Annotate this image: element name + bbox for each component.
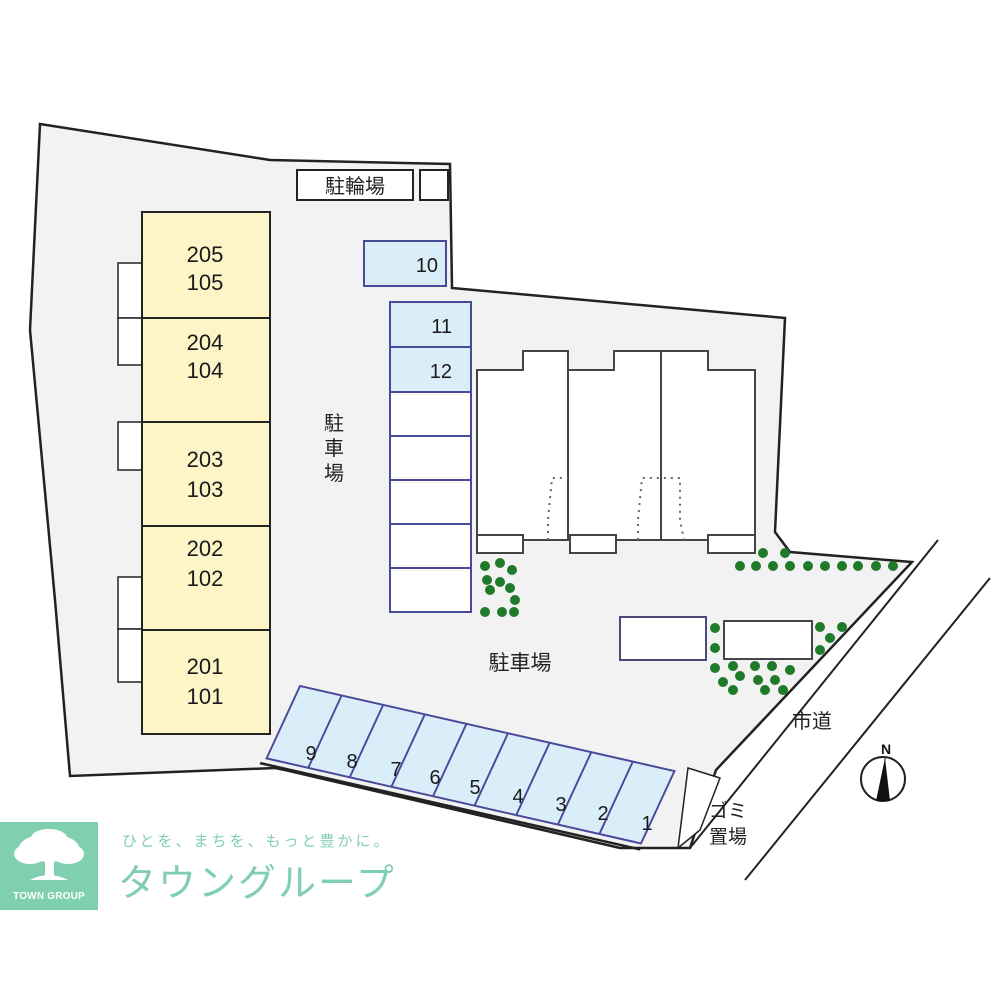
unit-102: 102 xyxy=(187,566,224,591)
unit-203: 203 xyxy=(187,447,224,472)
parking-space-10 xyxy=(363,240,447,287)
parking-number-1: 1 xyxy=(641,813,652,835)
bicycle-parking-label: 駐輪場 xyxy=(325,174,385,198)
town-group-logo: TOWN GROUP xyxy=(0,822,98,910)
parking-number-5: 5 xyxy=(469,777,480,799)
parking-number-6: 6 xyxy=(429,767,440,789)
unit-104: 104 xyxy=(187,358,224,383)
brand-name: タウングループ xyxy=(118,861,396,905)
parking-row-bottom xyxy=(259,684,676,851)
unit-101: 101 xyxy=(187,684,224,709)
parking-number-9: 9 xyxy=(305,743,316,765)
city-road-label: 市道 xyxy=(792,709,832,733)
garbage-label-2: 置場 xyxy=(709,826,747,848)
city-road xyxy=(689,539,991,881)
bicycle-parking-box xyxy=(419,169,449,201)
tree-icon xyxy=(14,829,84,880)
bicycle-parking xyxy=(296,169,414,201)
storage-box-1 xyxy=(619,616,707,661)
logo-caption: TOWN GROUP xyxy=(13,891,85,902)
parking-label-char-2: 車 xyxy=(324,436,344,460)
garbage-area xyxy=(677,767,721,850)
unit-201: 201 xyxy=(187,654,224,679)
garbage-label-1: ゴミ xyxy=(709,800,747,822)
parking-label-char-3: 場 xyxy=(324,461,344,485)
parking-label-char-1: 駐 xyxy=(324,411,344,435)
terraced-houses xyxy=(476,350,756,554)
apartment-building xyxy=(117,211,271,735)
parking-number-4: 4 xyxy=(512,786,523,808)
north-label: N xyxy=(881,741,891,757)
parking-number-8: 8 xyxy=(346,751,357,773)
unit-103: 103 xyxy=(187,477,224,502)
trees xyxy=(480,548,898,695)
parking-number-3: 3 xyxy=(555,794,566,816)
unit-105: 105 xyxy=(187,270,224,295)
parking-number-7: 7 xyxy=(390,759,401,781)
parking-number-2: 2 xyxy=(597,803,608,825)
north-compass-icon: N xyxy=(860,741,906,802)
parking-number-10: 10 xyxy=(416,255,438,277)
parking-stack xyxy=(389,301,472,613)
entrance-paths xyxy=(547,477,685,541)
parking-number-11: 11 xyxy=(431,316,452,338)
brand-tagline: ひとを、まちを、もっと豊かに。 xyxy=(122,832,392,850)
parking-center-label: 駐車場 xyxy=(489,651,552,675)
unit-205: 205 xyxy=(187,242,224,267)
unit-202: 202 xyxy=(187,536,224,561)
parking-number-12: 12 xyxy=(430,361,452,383)
storage-box-2 xyxy=(723,620,813,660)
unit-204: 204 xyxy=(187,330,224,355)
